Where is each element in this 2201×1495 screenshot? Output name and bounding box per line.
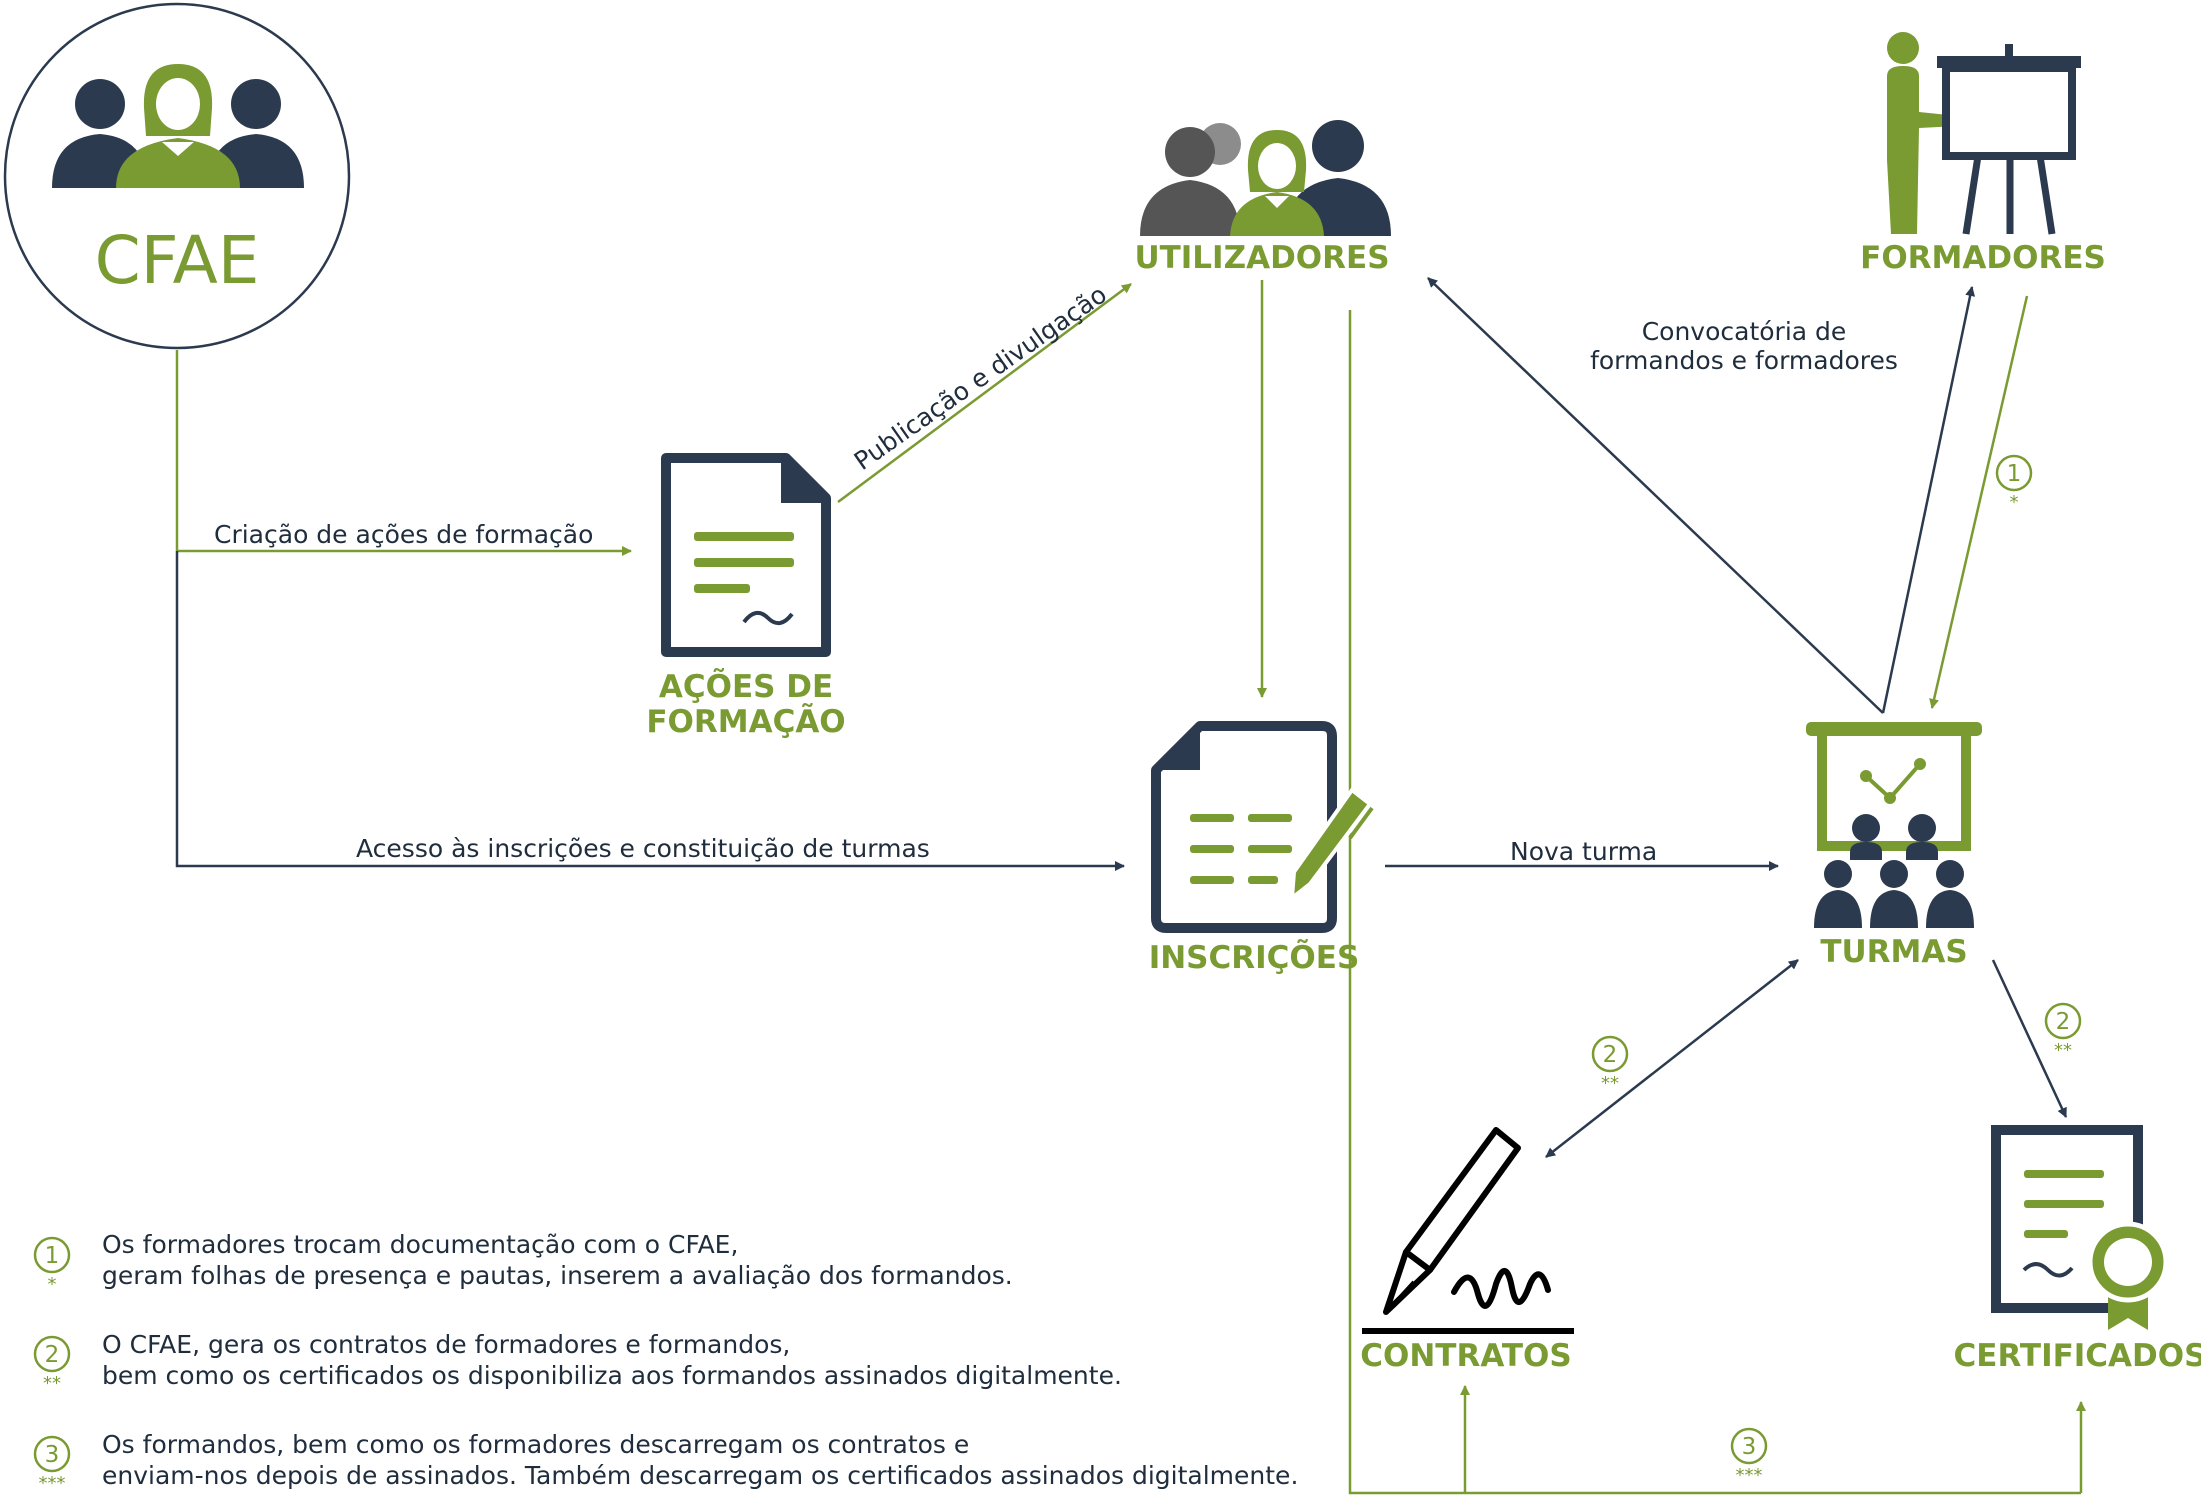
svg-text:2: 2 (45, 1342, 60, 1368)
svg-text:2: 2 (1603, 1042, 1618, 1068)
svg-text:**: ** (2054, 1040, 2072, 1061)
download-loop-line (1348, 310, 2081, 1495)
legend-3-line1: Os formandos, bem como os formadores des… (102, 1430, 969, 1459)
connectors (175, 277, 2086, 1495)
convocatoria-label-line1: Convocatória de (1642, 317, 1847, 346)
document-icon (661, 453, 831, 657)
legend-2-line2: bem como os certificados os disponibiliz… (102, 1361, 1122, 1390)
legend-item-2: 2 ** O CFAE, gera os contratos de formad… (33, 1330, 1122, 1394)
legend-item-3: 3 *** Os formandos, bem como os formador… (33, 1430, 1298, 1494)
turmas-contratos-arrow (1545, 959, 1799, 1158)
svg-text:3: 3 (45, 1442, 60, 1468)
acoes-to-utilizadores-arrow (837, 282, 1132, 504)
pen-icon (1289, 787, 1373, 903)
svg-text:*: * (48, 1274, 57, 1295)
nova-turma-label: Nova turma (1510, 837, 1657, 866)
svg-text:1: 1 (2007, 461, 2022, 487)
signature-pen-icon (1362, 1127, 1574, 1334)
marker-3-badge: 3 *** (1730, 1427, 1768, 1486)
marker-2-badge-certificados: 2 ** (2044, 1002, 2082, 1061)
formadores-node: FORMADORES (1860, 32, 2106, 276)
inscricoes-node: INSCRIÇÕES (1149, 721, 1374, 976)
svg-text:**: ** (1601, 1073, 1619, 1094)
utilizadores-label: UTILIZADORES (1134, 240, 1389, 276)
publicacao-label: Publicação e divulgação (849, 280, 1112, 476)
svg-text:***: *** (39, 1473, 66, 1494)
legend-3-line2: enviam-nos depois de assinados. Também d… (102, 1461, 1298, 1490)
marker-2-badge-contratos: 2 ** (1591, 1035, 1629, 1094)
cfae-team-icon (52, 64, 304, 188)
cfae-node: CFAE (3, 2, 351, 350)
presenter-icon (1887, 32, 2081, 235)
contratos-node: CONTRATOS (1360, 1127, 1574, 1374)
svg-text:**: ** (43, 1373, 61, 1394)
classroom-icon (1806, 722, 1982, 928)
acesso-label: Acesso às inscrições e constituição de t… (356, 834, 930, 863)
legend-item-1: 1 * Os formadores trocam documentação co… (33, 1230, 1013, 1295)
legend: 1 * Os formadores trocam documentação co… (33, 1230, 1298, 1494)
formadores-to-turmas-arrow (1929, 295, 2029, 709)
turmas-to-utilizadores-arrow (1427, 277, 1884, 714)
legend-1-line2: geram folhas de presença e pautas, inser… (102, 1261, 1013, 1290)
svg-text:2: 2 (2056, 1009, 2071, 1035)
svg-text:***: *** (1736, 1465, 1763, 1486)
certificados-label: CERTIFICADOS (1954, 1338, 2201, 1374)
utilizadores-node: UTILIZADORES (1134, 120, 1391, 276)
cfae-title: CFAE (95, 222, 260, 299)
svg-text:3: 3 (1742, 1434, 1757, 1460)
turmas-to-certificados-arrow (1991, 959, 2068, 1118)
svg-text:*: * (2010, 492, 2019, 513)
turmas-node: TURMAS (1806, 722, 1982, 970)
legend-2-line1: O CFAE, gera os contratos de formadores … (102, 1330, 790, 1359)
acoes-label-line2: FORMAÇÃO (646, 703, 845, 740)
criacao-label: Criação de ações de formação (214, 520, 593, 549)
certificate-icon (1991, 1125, 2169, 1330)
marker-1-badge: 1 * (1995, 454, 2033, 513)
turmas-label: TURMAS (1820, 934, 1967, 970)
certificados-node: CERTIFICADOS (1954, 1125, 2201, 1374)
users-group-icon (1140, 120, 1391, 236)
contratos-label: CONTRATOS (1360, 1338, 1571, 1374)
turmas-to-formadores-arrow (1881, 286, 1976, 714)
svg-text:1: 1 (45, 1243, 60, 1269)
cfae-to-inscricoes-arrow (175, 551, 1125, 871)
acoes-node: AÇÕES DE FORMAÇÃO (646, 453, 846, 740)
legend-1-line1: Os formadores trocam documentação com o … (102, 1230, 738, 1259)
acoes-label-line1: AÇÕES DE (659, 668, 833, 705)
formadores-label: FORMADORES (1860, 240, 2106, 276)
convocatoria-label-line2: formandos e formadores (1590, 346, 1898, 375)
inscricoes-label: INSCRIÇÕES (1149, 939, 1360, 976)
form-edit-icon (1151, 721, 1374, 933)
